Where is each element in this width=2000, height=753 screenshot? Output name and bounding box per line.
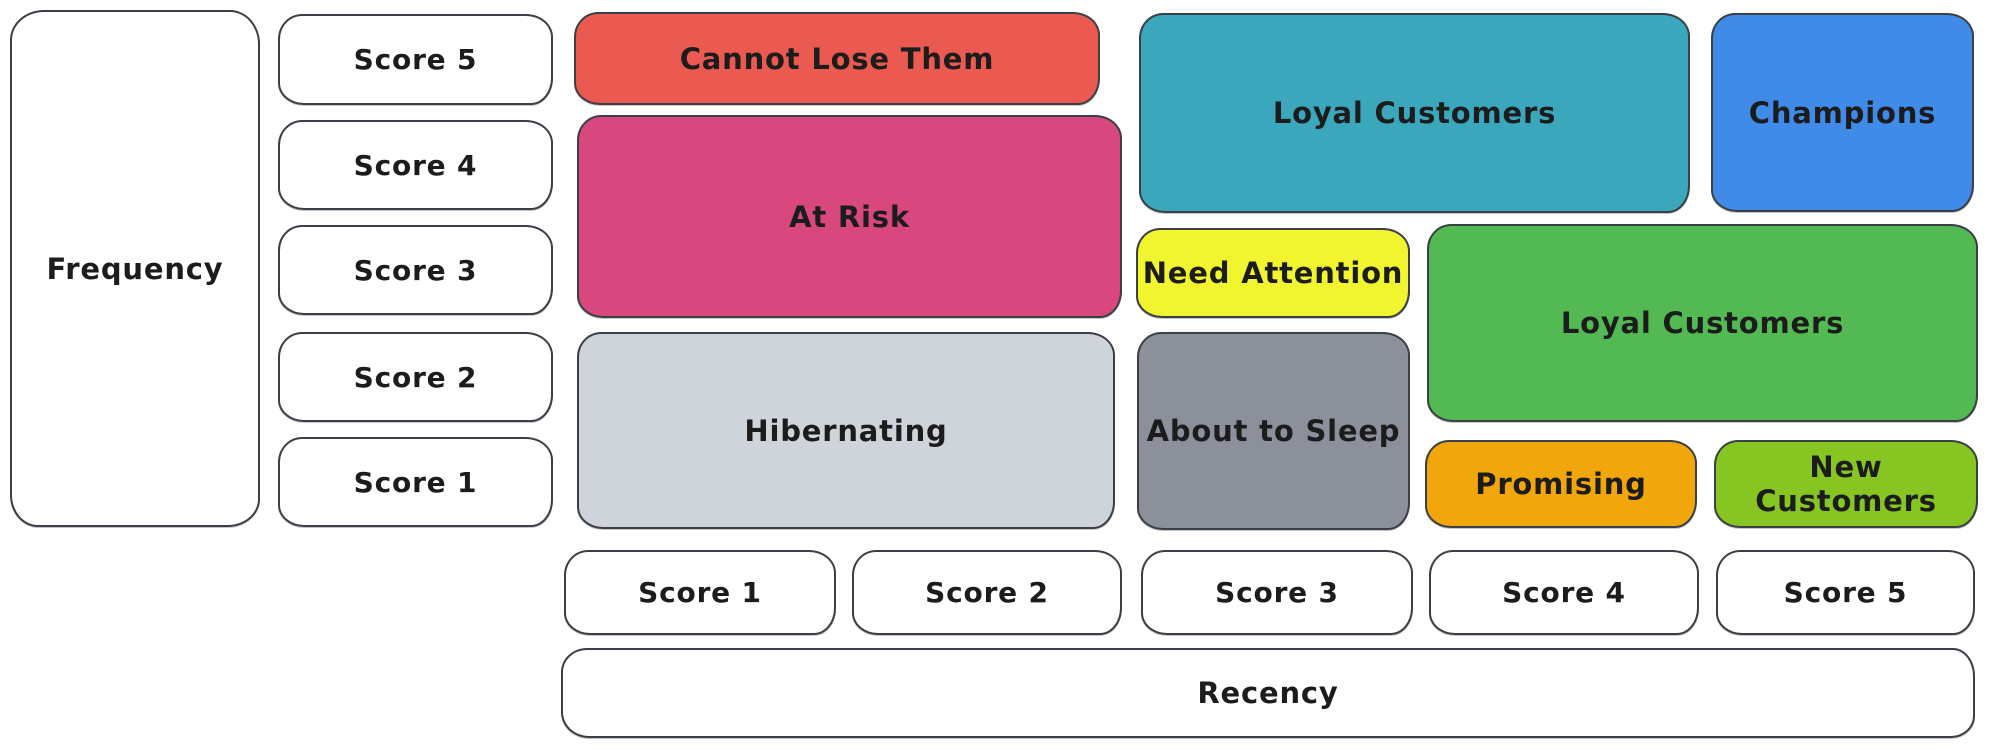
segment-new-customers: New Customers [1714, 440, 1978, 528]
recency-score-3: Score 3 [1141, 550, 1413, 635]
recency-score-4: Score 4 [1429, 550, 1699, 635]
frequency-score-2: Score 2 [278, 332, 553, 422]
segment-at-risk: At Risk [577, 115, 1122, 318]
segment-need-attention: Need Attention [1136, 228, 1410, 318]
segment-loyal-customers-teal: Loyal Customers [1139, 13, 1690, 213]
segment-about-to-sleep: About to Sleep [1137, 332, 1410, 530]
frequency-score-3: Score 3 [278, 225, 553, 315]
frequency-score-5: Score 5 [278, 14, 553, 105]
frequency-score-4: Score 4 [278, 120, 553, 210]
frequency-axis-label: Frequency [10, 10, 260, 527]
segment-hibernating: Hibernating [577, 332, 1115, 529]
recency-score-2: Score 2 [852, 550, 1122, 635]
recency-score-1: Score 1 [564, 550, 836, 635]
segment-cannot-lose-them: Cannot Lose Them [574, 12, 1100, 105]
recency-score-5: Score 5 [1716, 550, 1975, 635]
frequency-score-1: Score 1 [278, 437, 553, 527]
segment-loyal-customers-green: Loyal Customers [1427, 224, 1978, 422]
segment-promising: Promising [1425, 440, 1697, 528]
segment-champions: Champions [1711, 13, 1974, 212]
recency-axis-label: Recency [561, 648, 1975, 738]
